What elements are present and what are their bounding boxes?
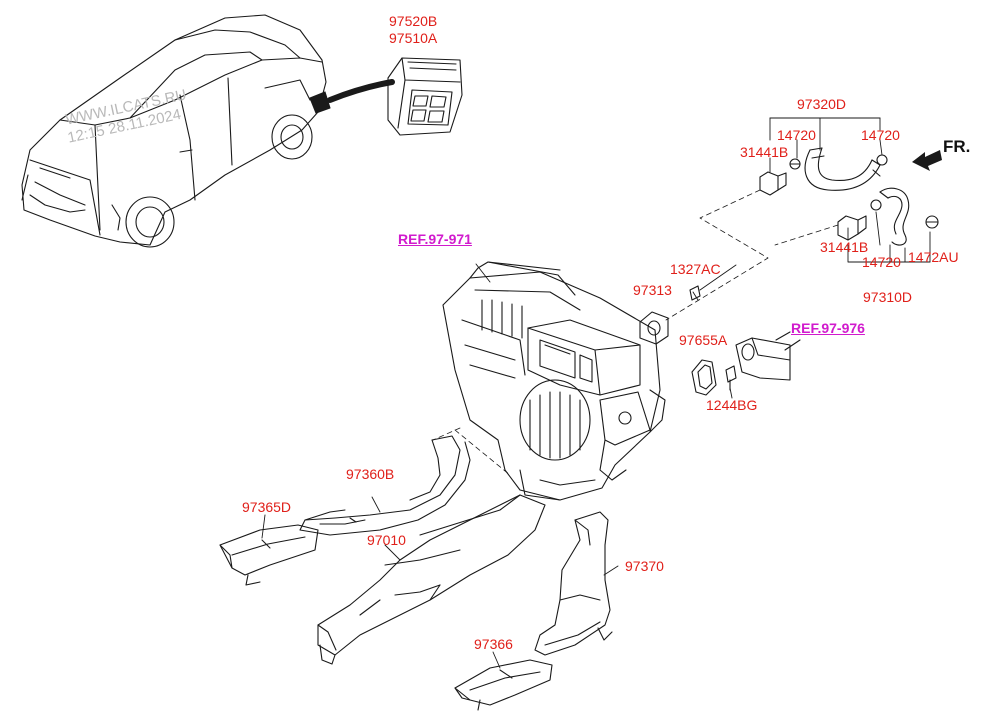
part-label-97320D[interactable]: 97320D [797, 96, 847, 112]
part-label-97360B[interactable]: 97360B [346, 466, 395, 482]
part-label-97655A[interactable]: 97655A [679, 332, 728, 348]
part-label-14720-lower[interactable]: 14720 [862, 254, 901, 270]
part-label-97365D[interactable]: 97365D [242, 499, 292, 515]
duct-97365d-illustration [219, 524, 319, 586]
part-label-97313[interactable]: 97313 [633, 282, 672, 298]
part-label-97010[interactable]: 97010 [367, 532, 406, 548]
drain-nozzle-icon [759, 171, 867, 241]
part-label-1244BG[interactable]: 1244BG [706, 397, 758, 413]
hose-clamp-icon [789, 154, 939, 229]
vehicle-illustration [21, 14, 395, 248]
part-label-14720-upper-left[interactable]: 14720 [777, 127, 816, 143]
duct-leader-lines [261, 263, 733, 669]
part-label-97520B[interactable]: 97520B [389, 13, 438, 29]
part-label-31441B-upper[interactable]: 31441B [740, 144, 789, 160]
forward-direction-label: FR. [943, 137, 971, 156]
part-label-1472AU[interactable]: 1472AU [908, 249, 959, 265]
part-label-14720-upper-right[interactable]: 14720 [861, 127, 900, 143]
duct-97010-illustration [317, 494, 546, 665]
duct-97370-illustration [534, 511, 613, 656]
part-label-97310D[interactable]: 97310D [863, 289, 913, 305]
part-label-97510A[interactable]: 97510A [389, 30, 438, 46]
dashed-guide-lines [432, 189, 839, 476]
duct-97366-illustration [454, 659, 553, 711]
cabin-filter-illustration [387, 57, 463, 136]
part-label-31441B-lower[interactable]: 31441B [820, 239, 869, 255]
part-label-97370[interactable]: 97370 [625, 558, 664, 574]
duct-97360b-illustration [299, 435, 471, 536]
drain-hose-upper [804, 147, 881, 191]
reference-link-97-976[interactable]: REF.97-976 [791, 320, 865, 336]
reference-link-97-971[interactable]: REF.97-971 [398, 231, 472, 247]
leader-lines [692, 117, 931, 301]
part-label-1327AC[interactable]: 1327AC [670, 261, 721, 277]
forward-arrow-icon [912, 150, 942, 171]
hvac-module-illustration [442, 261, 666, 501]
part-label-97366[interactable]: 97366 [474, 636, 513, 652]
gasket-97655a-illustration [691, 331, 801, 396]
drain-hose-lower [879, 187, 910, 246]
gasket-97313-illustration [639, 285, 701, 345]
